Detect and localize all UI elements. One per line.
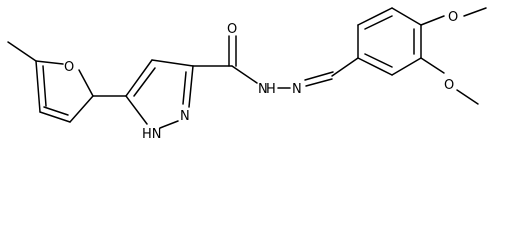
bond-n-ch bbox=[304, 71, 334, 81]
bond-ar-c2-c3-inner bbox=[364, 15, 393, 30]
bond-ar-c3-c4 bbox=[391, 7, 422, 26]
bond-furan-c3-c4 bbox=[39, 111, 71, 123]
atom-labels: O O N H N N HN O O bbox=[64, 10, 458, 142]
chemical-structure-diagram: O O N H N N HN O O bbox=[7, 7, 487, 142]
dimethoxyphenyl-ring bbox=[357, 7, 422, 76]
bond-furan-c2-c3 bbox=[69, 95, 94, 123]
bond-pyr-c4-c3 bbox=[151, 59, 194, 67]
pyrazole-ring bbox=[125, 59, 194, 129]
atom-label-methoxy-top-o: O bbox=[448, 10, 458, 25]
bond-ch-ring bbox=[331, 57, 359, 77]
bond-methyl-furan bbox=[7, 41, 37, 62]
bond-ar-c6-c1-inner bbox=[364, 53, 393, 68]
bond-ar-c5-c6 bbox=[391, 57, 422, 76]
bond-o-methyl-top bbox=[463, 7, 487, 17]
bond-pyr-c5-c4 bbox=[125, 59, 153, 97]
bond-furan-c5-o bbox=[35, 60, 64, 65]
bond-pyr-c5-c4-inner bbox=[133, 67, 156, 97]
atom-label-carbonyl-o: O bbox=[227, 22, 237, 37]
bond-ar-c2-c3 bbox=[357, 7, 393, 26]
bond-o-methyl-bottom bbox=[456, 89, 479, 105]
bond-pyr-c3-n2-inner bbox=[182, 71, 187, 105]
atom-label-methoxy-bottom-o: O bbox=[444, 78, 454, 93]
bond-ar-c6-c1 bbox=[357, 57, 393, 76]
bond-n-ch-inner bbox=[305, 78, 333, 87]
bond-pyr-c3-n2 bbox=[188, 65, 194, 108]
atom-label-pyrazole-n: N bbox=[180, 109, 190, 124]
methoxy-groups bbox=[420, 7, 487, 105]
bond-pyr-n2-n1 bbox=[159, 120, 179, 129]
methylfuran-ring bbox=[7, 41, 94, 123]
bond-ar-o-top bbox=[420, 15, 445, 26]
atom-label-imine-n: N bbox=[292, 82, 302, 97]
atom-label-hydrazide-n: N bbox=[258, 82, 268, 97]
bond-furan-o-c2 bbox=[78, 69, 94, 97]
bond-furan-c4-c5-inner bbox=[42, 65, 47, 107]
atom-label-furan-o: O bbox=[64, 60, 74, 75]
atom-label-hydrazide-h: H bbox=[266, 82, 276, 97]
bond-furan-c3-c4-inner bbox=[43, 106, 69, 116]
bond-carbonyl-nh bbox=[231, 65, 258, 84]
carbohydrazide-chain bbox=[192, 35, 359, 89]
bond-ar-o-bottom bbox=[420, 57, 445, 74]
bond-furan-c4-c5 bbox=[35, 60, 41, 113]
bond-pyr-n1-c5 bbox=[125, 95, 148, 125]
atom-label-pyrazole-nh: HN bbox=[142, 127, 162, 142]
